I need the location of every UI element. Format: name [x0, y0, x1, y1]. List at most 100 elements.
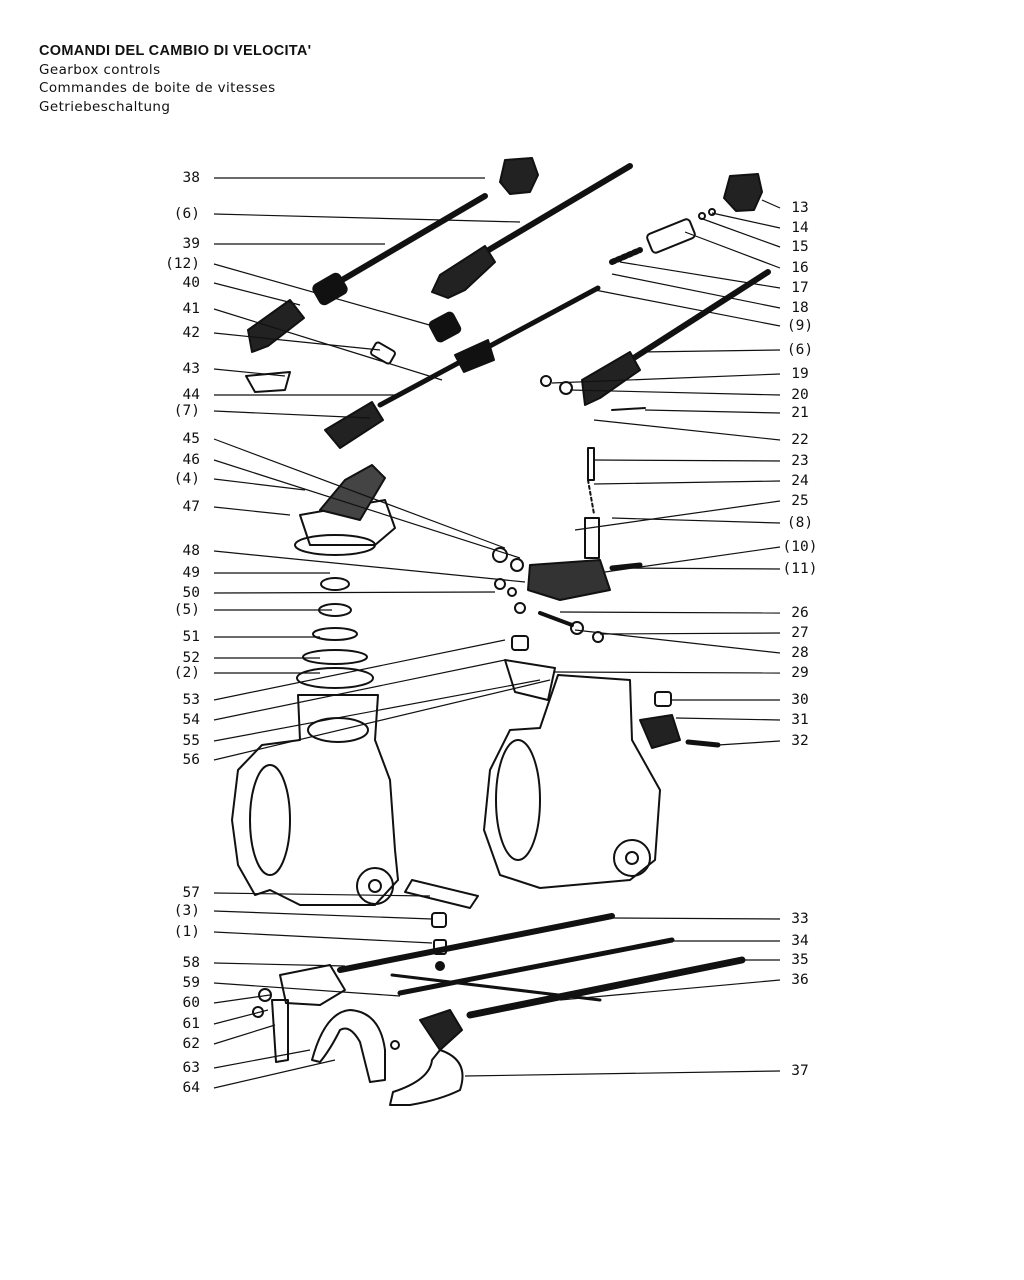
callout-label-right-11: 22 [791, 432, 808, 448]
callout-label-right-18: 26 [791, 605, 808, 621]
leader-line-right-21 [554, 671, 781, 674]
callout-label-right-21: 29 [791, 665, 808, 681]
callout-label-right-12: 23 [791, 453, 808, 469]
leader-line-right-6 [594, 289, 781, 327]
leader-line-left-21 [213, 639, 506, 701]
callout-label-left-0: 38 [183, 170, 200, 186]
callout-label-left-32: 62 [183, 1036, 200, 1052]
leader-line-left-34 [213, 1059, 336, 1089]
callout-label-left-1: (6) [174, 206, 200, 222]
leader-line-right-19 [599, 632, 781, 635]
shifter-block [492, 447, 643, 643]
callout-label-left-28: 58 [183, 955, 200, 971]
leader-line-right-24 [717, 740, 781, 746]
callout-label-right-20: 28 [791, 645, 808, 661]
leader-line-right-11 [593, 419, 781, 441]
leader-line-right-7 [639, 349, 781, 353]
callout-label-left-23: 55 [183, 733, 200, 749]
callout-label-left-9: (7) [174, 403, 200, 419]
callout-label-left-10: 45 [183, 431, 200, 447]
leader-line-right-23 [675, 717, 781, 721]
leader-line-left-12 [213, 478, 306, 491]
leader-line-right-0 [761, 199, 781, 209]
callout-label-left-19: 52 [183, 650, 200, 666]
leader-line-right-17 [619, 567, 781, 570]
callout-label-right-9: 20 [791, 387, 808, 403]
callout-label-right-23: 31 [791, 712, 808, 728]
callout-label-left-30: 60 [183, 995, 200, 1011]
callout-label-left-8: 44 [183, 387, 201, 403]
leader-line-left-28 [213, 962, 346, 967]
leader-line-right-14 [574, 500, 781, 531]
leader-line-right-29 [464, 1070, 781, 1077]
leader-line-left-33 [213, 1049, 311, 1069]
callout-label-right-17: (11) [783, 561, 818, 577]
callout-label-left-11: 46 [183, 452, 200, 468]
callout-label-right-2: 15 [791, 239, 808, 255]
callout-label-right-22: 30 [791, 692, 808, 708]
leader-line-left-30 [213, 994, 271, 1004]
leader-line-right-4 [619, 261, 781, 289]
leader-line-right-5 [611, 273, 781, 309]
leader-line-left-1 [213, 213, 521, 223]
leader-line-right-1 [711, 212, 781, 229]
callout-label-left-16: 50 [183, 585, 200, 601]
leader-line-left-22 [213, 659, 506, 721]
callout-label-left-27: (1) [174, 924, 200, 940]
rod-assembly-6-lower [540, 269, 771, 411]
top-cover-47 [294, 464, 396, 689]
callout-label-right-13: 24 [791, 473, 809, 489]
callout-label-left-15: 49 [183, 565, 200, 581]
callout-label-left-2: 39 [183, 236, 200, 252]
leader-line-right-8 [551, 373, 781, 384]
callout-label-left-14: 48 [183, 543, 200, 559]
callout-label-left-6: 42 [183, 325, 200, 341]
callout-label-left-12: (4) [174, 471, 200, 487]
callout-label-left-17: (5) [174, 602, 200, 618]
title-french: Commandes de boite de vitesses [39, 80, 276, 96]
callout-label-right-4: 17 [791, 280, 808, 296]
page-header: COMANDI DEL CAMBIO DI VELOCITA' Gearbox … [39, 42, 311, 116]
callout-label-left-34: 64 [183, 1080, 201, 1096]
callout-label-left-31: 61 [183, 1016, 200, 1032]
callout-label-left-5: 41 [183, 301, 200, 317]
callout-label-left-26: (3) [174, 903, 200, 919]
callout-labels: 38(6)39(12)4041424344(7)4546(4)47484950(… [165, 170, 817, 1096]
callout-label-right-14: 25 [791, 493, 808, 509]
leader-line-right-3 [684, 231, 781, 269]
callout-label-right-15: (8) [787, 515, 813, 531]
leader-line-right-25 [611, 917, 781, 920]
leader-line-left-10 [213, 438, 506, 549]
leader-line-right-20 [574, 629, 781, 654]
callout-label-right-8: 19 [791, 366, 808, 382]
callout-label-left-18: 51 [183, 629, 200, 645]
selector-forks [252, 964, 464, 1106]
knob-13 [609, 173, 763, 265]
callout-label-left-13: 47 [183, 499, 200, 515]
callout-label-right-7: (6) [787, 342, 813, 358]
callout-label-right-19: 27 [791, 625, 808, 641]
callout-label-right-1: 14 [791, 220, 809, 236]
callout-label-left-25: 57 [183, 885, 200, 901]
callout-label-left-7: 43 [183, 361, 200, 377]
callout-label-left-3: (12) [165, 256, 200, 272]
leader-line-left-14 [213, 550, 526, 583]
callout-label-right-24: 32 [791, 733, 808, 749]
leader-line-right-10 [644, 409, 781, 414]
selector-rod-assembly [377, 285, 601, 408]
leader-line-right-9 [569, 389, 781, 396]
callout-label-right-5: 18 [791, 300, 808, 316]
leader-line-left-4 [213, 282, 301, 306]
leader-line-left-7 [213, 368, 286, 377]
callout-label-left-33: 63 [183, 1060, 200, 1076]
leader-line-left-24 [213, 679, 551, 761]
callout-label-right-26: 34 [791, 933, 809, 949]
callout-label-left-24: 56 [183, 752, 200, 768]
callout-label-right-28: 36 [791, 972, 808, 988]
shift-rails [337, 912, 746, 1019]
leader-line-right-28 [559, 979, 781, 1001]
leader-line-left-11 [213, 459, 521, 559]
leader-lines [213, 177, 781, 1089]
callout-label-right-27: 35 [791, 952, 808, 968]
